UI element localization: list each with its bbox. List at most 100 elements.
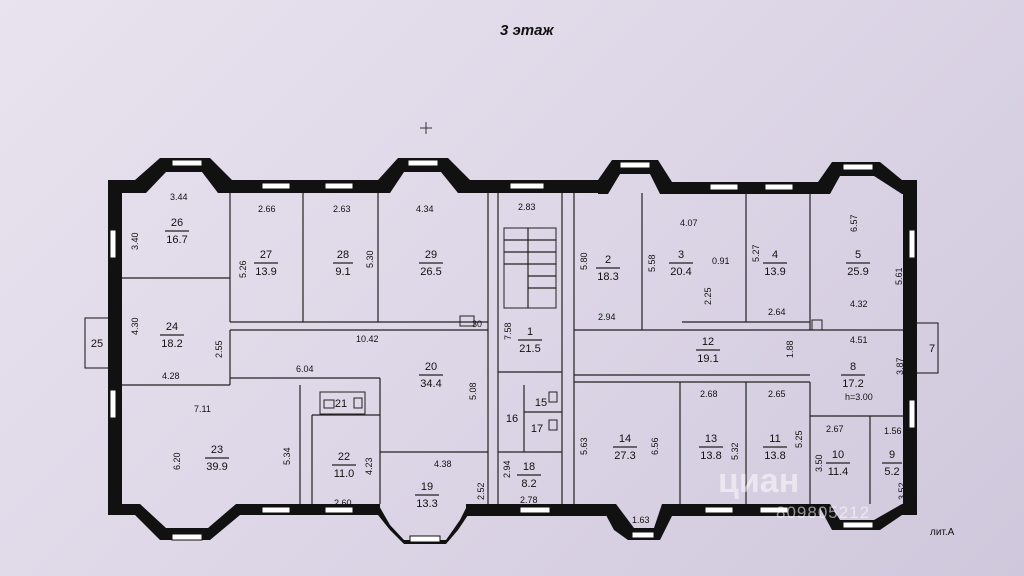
svg-text:11.0: 11.0 <box>334 468 355 480</box>
dim-label: 2.65 <box>768 389 786 399</box>
svg-text:24: 24 <box>166 321 178 333</box>
dim-label: 4.51 <box>850 335 868 345</box>
dim-label: 4.38 <box>434 459 452 469</box>
building-letter-label: лит.А <box>930 527 955 538</box>
dim-label: 6.20 <box>172 452 182 470</box>
svg-text:9: 9 <box>889 449 895 461</box>
svg-text:25.9: 25.9 <box>847 266 868 278</box>
room-12: 12 19.1 <box>696 336 720 365</box>
svg-text:39.9: 39.9 <box>206 461 227 473</box>
svg-text:20: 20 <box>425 361 437 373</box>
svg-text:4: 4 <box>772 249 778 261</box>
svg-text:11: 11 <box>769 433 780 445</box>
svg-text:5.2: 5.2 <box>884 466 899 478</box>
svg-text:2: 2 <box>605 254 611 266</box>
dim-label: 3.40 <box>130 232 140 250</box>
dim-label: 2.55 <box>214 340 224 358</box>
svg-text:26.5: 26.5 <box>420 266 441 278</box>
room-8: 817.2 <box>841 361 865 390</box>
svg-text:17.2: 17.2 <box>842 378 863 390</box>
side-entrances <box>84 317 939 374</box>
dim-label: 2.52 <box>476 482 486 500</box>
svg-text:23: 23 <box>211 444 223 456</box>
svg-text:13.9: 13.9 <box>764 266 785 278</box>
dim-label: 4.30 <box>130 317 140 335</box>
room-5: 525.9 <box>846 249 870 278</box>
dim-label: 4.28 <box>162 371 180 381</box>
floor-title: 3 этаж <box>500 22 554 39</box>
svg-text:5: 5 <box>855 249 861 261</box>
dim-label: 30 <box>472 319 482 329</box>
svg-text:27: 27 <box>260 249 272 261</box>
dim-label: 3.87 <box>895 357 905 375</box>
side-label-left: 25 <box>91 338 103 350</box>
svg-text:27.3: 27.3 <box>614 450 635 462</box>
dim-label: 6.56 <box>650 437 660 455</box>
interior-walls <box>122 193 903 504</box>
dim-label: 5.26 <box>238 260 248 278</box>
svg-text:34.4: 34.4 <box>420 378 441 390</box>
dim-label: 5.27 <box>751 244 761 262</box>
svg-text:26: 26 <box>171 217 183 229</box>
dim-label: 3.50 <box>814 454 824 472</box>
svg-text:18.2: 18.2 <box>161 338 182 350</box>
dim-label: 5.25 <box>794 430 804 448</box>
dim-label: 6.04 <box>296 364 314 374</box>
dim-label: 10.42 <box>356 334 379 344</box>
svg-text:18: 18 <box>523 461 535 473</box>
ceiling-height-note: h=3.00 <box>845 392 873 402</box>
dim-label: 7.11 <box>194 404 211 414</box>
room-3: 320.4 <box>669 249 693 278</box>
dimension-labels: 3.44 3.40 2.66 5.26 2.63 5.30 4.34 2.83 … <box>130 192 907 525</box>
svg-text:13.8: 13.8 <box>764 450 785 462</box>
watermark-logo: циан <box>718 462 800 500</box>
dim-label: 2.63 <box>333 204 351 214</box>
dim-label: 6.57 <box>849 214 859 232</box>
dim-label: 2.68 <box>700 389 718 399</box>
svg-text:21.5: 21.5 <box>519 343 540 355</box>
room-4: 413.9 <box>763 249 787 278</box>
svg-text:17: 17 <box>531 423 543 435</box>
room-17: 17 <box>531 423 543 435</box>
svg-text:9.1: 9.1 <box>335 266 350 278</box>
svg-text:16.7: 16.7 <box>166 234 187 246</box>
room-21: 21 <box>335 398 347 410</box>
dim-label: 5.58 <box>647 254 657 272</box>
watermark-code: 809805212 <box>776 503 871 522</box>
windows <box>109 159 916 543</box>
dim-label: 0.91 <box>712 256 730 266</box>
dim-label: 3.44 <box>170 192 188 202</box>
dim-label: 1.88 <box>785 340 795 358</box>
dim-label: 2.94 <box>502 460 512 478</box>
svg-text:19: 19 <box>421 481 433 493</box>
dim-label: 1.56 <box>884 426 902 436</box>
room-16: 16 <box>506 413 518 425</box>
room-9: 95.2 <box>882 449 902 478</box>
dim-label: 1.63 <box>632 515 650 525</box>
svg-text:1: 1 <box>527 326 533 338</box>
svg-text:3: 3 <box>678 249 684 261</box>
dim-label: 2.60 <box>334 498 352 508</box>
room-labels: 26 16.7 27 13.9 289.1 2 9 26.5 1 21.5 218.3 3… <box>160 217 902 510</box>
dim-label: 5.80 <box>579 252 589 270</box>
svg-text:10: 10 <box>832 449 844 461</box>
dim-label: 7.58 <box>503 322 513 340</box>
dim-label: 4.34 <box>416 204 434 214</box>
svg-text:12: 12 <box>702 336 714 348</box>
dim-label: 2.83 <box>518 202 536 212</box>
room-15: 15 <box>535 397 547 409</box>
room-20: 20 34.4 <box>419 361 443 390</box>
svg-text:13.8: 13.8 <box>700 450 721 462</box>
side-label-right: 7 <box>929 343 935 355</box>
room-24: 24 18.2 <box>160 321 184 350</box>
dim-label: 4.23 <box>364 457 374 475</box>
svg-text:13: 13 <box>705 433 717 445</box>
room-28: 289.1 <box>333 249 353 278</box>
dim-label: 5.61 <box>894 267 904 285</box>
svg-text:13.9: 13.9 <box>255 266 276 278</box>
room-2: 218.3 <box>596 254 620 283</box>
svg-text:19.1: 19.1 <box>697 353 718 365</box>
